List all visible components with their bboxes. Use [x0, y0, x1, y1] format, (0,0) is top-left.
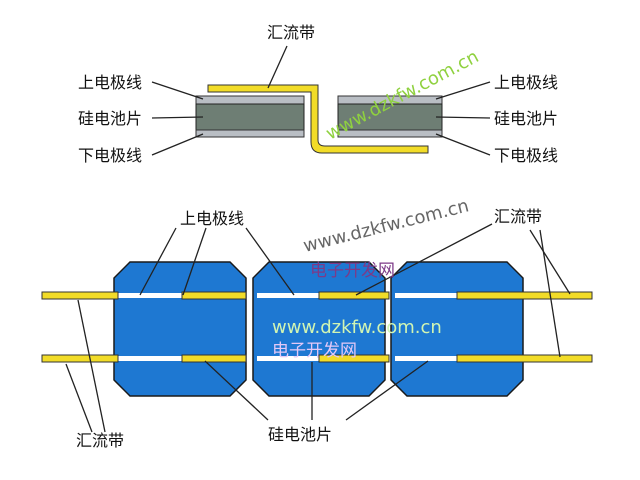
- upper-electrode-cell2-top: [257, 293, 319, 298]
- right-lower-electrode: [337, 129, 443, 138]
- upper-electrode-cell2-bottom: [257, 356, 319, 361]
- left-lower-electrode: [195, 129, 305, 138]
- ribbon-bottom-3: [456, 354, 593, 363]
- label-bottom-ribbon-right: 汇流带: [494, 207, 542, 226]
- cross-section-view: [195, 84, 443, 154]
- top-leader-lines: [151, 45, 491, 156]
- watermark-low-name: 电子开发网: [272, 341, 357, 361]
- ribbon-top-1: [181, 291, 247, 300]
- cross-section-ribbon: [207, 84, 429, 154]
- upper-electrode-cell3-top: [395, 293, 457, 298]
- label-top-left-lower-electrode: 下电极线: [78, 146, 142, 165]
- upper-electrode-cell3-bottom: [395, 356, 457, 361]
- ribbon-top-2: [318, 291, 390, 300]
- ribbon-bottom-1: [181, 354, 247, 363]
- ribbon-bottom-2: [318, 354, 390, 363]
- upper-electrode-cell1-bottom: [118, 356, 182, 361]
- label-top-right-cell: 硅电池片: [494, 109, 558, 128]
- ribbon-top-3: [456, 291, 593, 300]
- left-silicon-wafer: [195, 103, 305, 131]
- upper-electrode-cell1-top: [118, 293, 182, 298]
- ribbon-bottom-lead-in: [41, 354, 119, 363]
- label-bottom-ribbon-left: 汇流带: [76, 431, 124, 450]
- label-top-left-cell: 硅电池片: [78, 109, 142, 128]
- label-top-left-upper-electrode: 上电极线: [78, 73, 142, 92]
- cell-1: [113, 261, 247, 397]
- label-bottom-upper-electrode: 上电极线: [180, 209, 244, 228]
- label-top-right-lower-electrode: 下电极线: [494, 146, 558, 165]
- label-top-right-upper-electrode: 上电极线: [494, 73, 558, 92]
- label-top-ribbon: 汇流带: [267, 23, 315, 42]
- label-bottom-cell: 硅电池片: [268, 425, 332, 444]
- plan-view: [41, 261, 593, 397]
- watermark-low-url: www.dzkfw.com.cn: [272, 317, 442, 338]
- bottom-leader-lines: [65, 223, 571, 433]
- watermark-mid-name: 电子开发网: [310, 261, 395, 281]
- ribbon-top-lead-in: [41, 291, 119, 300]
- left-upper-electrode: [195, 95, 305, 105]
